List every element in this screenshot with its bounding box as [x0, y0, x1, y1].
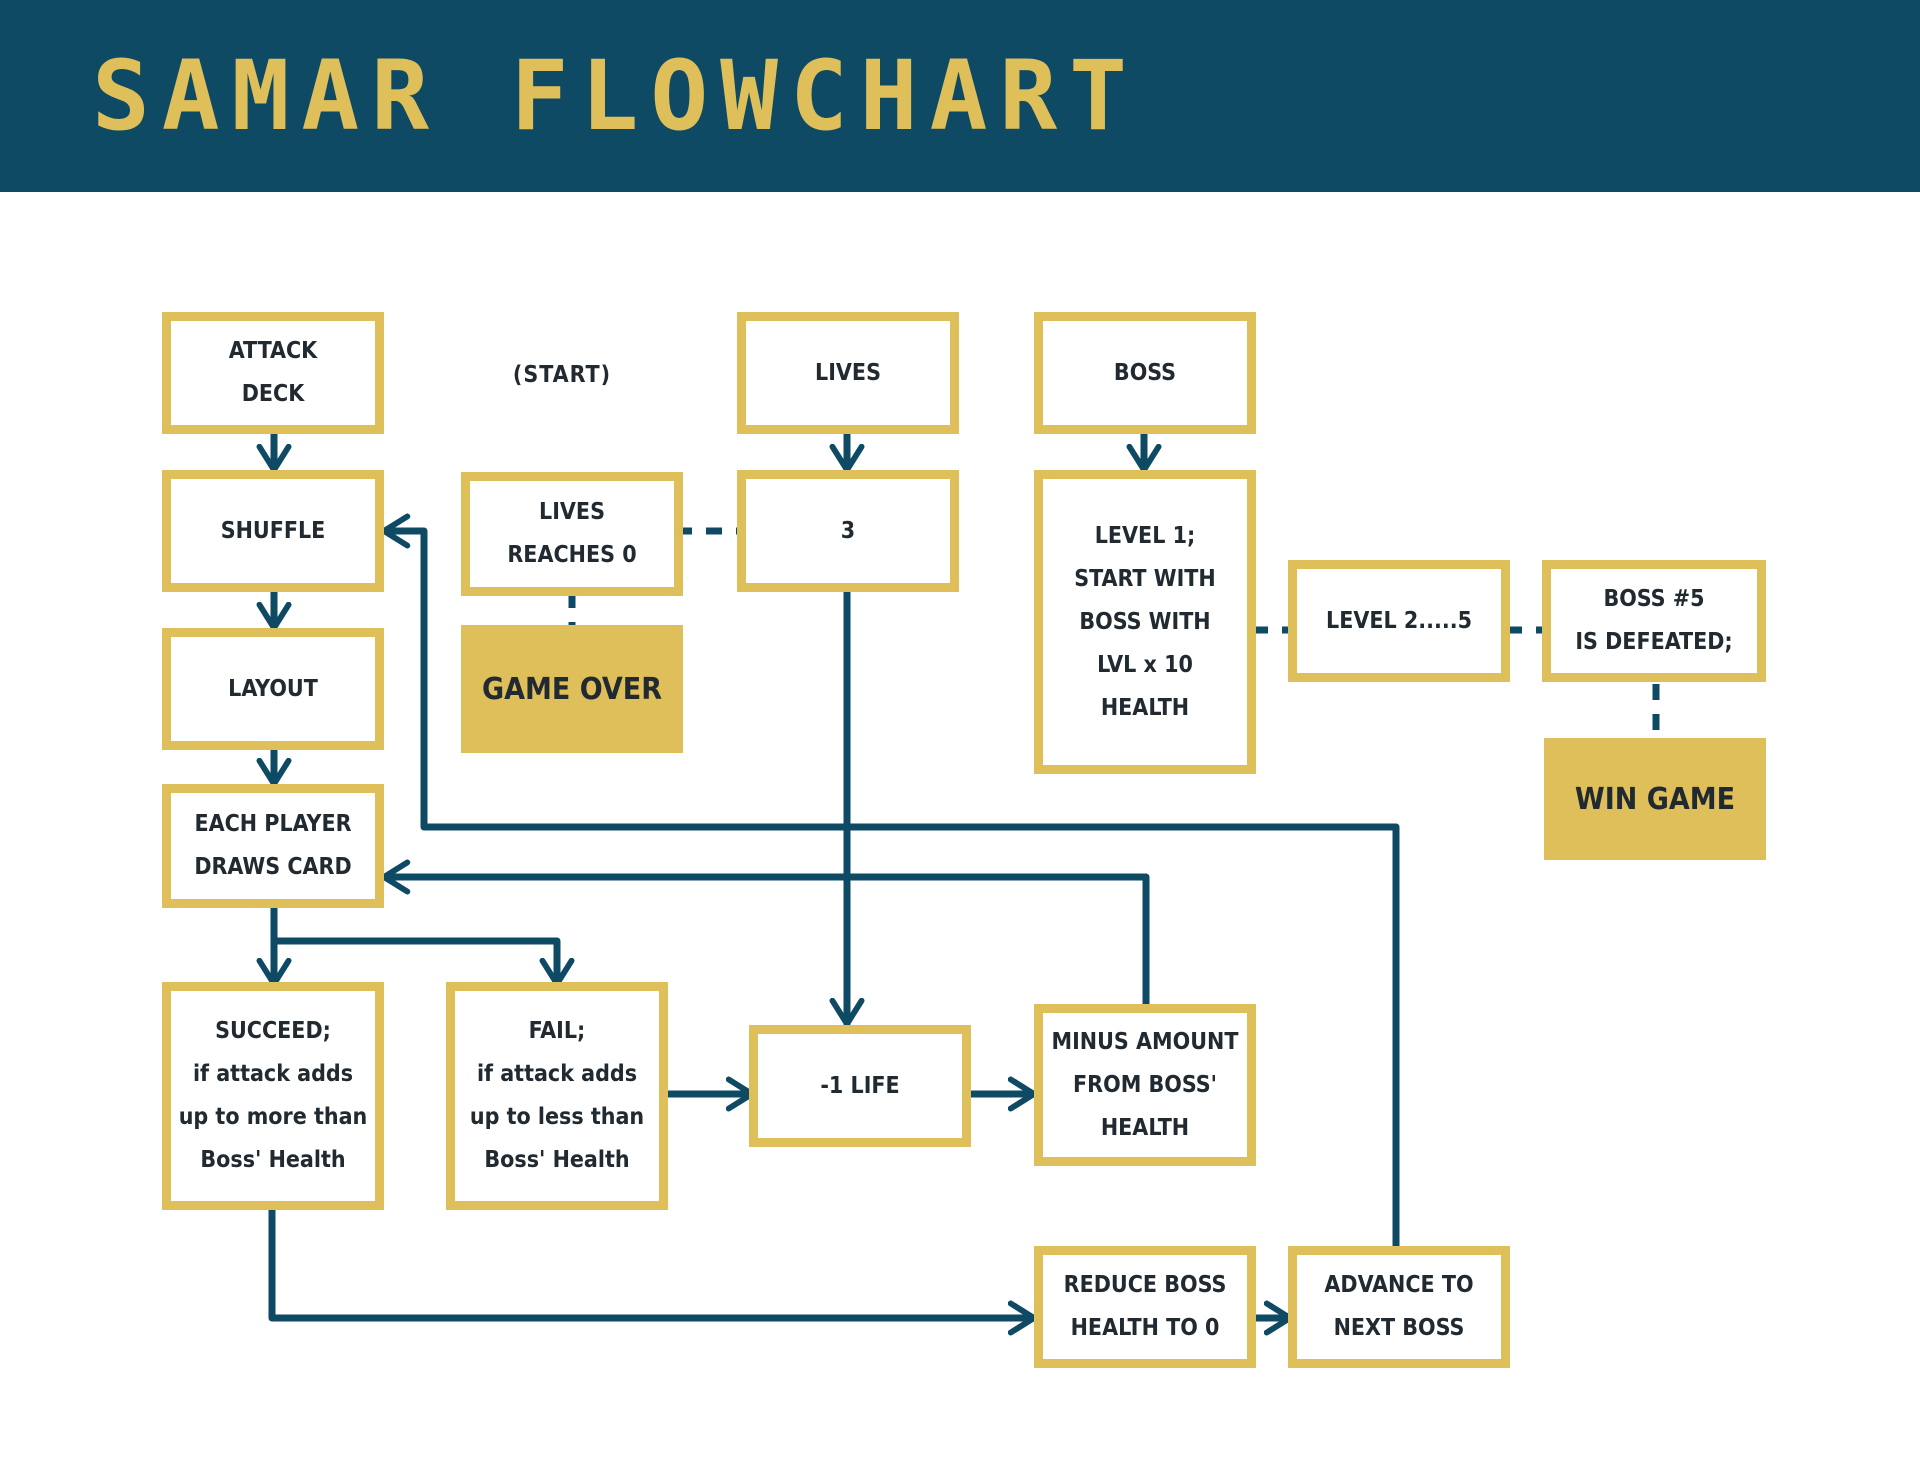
- arrow-minusamount-eachplayer: [380, 859, 1150, 1008]
- level-two-five-box: LEVEL 2.....5: [1288, 560, 1510, 682]
- shuffle-box: SHUFFLE: [162, 470, 384, 592]
- boss-box: BOSS: [1034, 312, 1256, 434]
- game-over-box: GAME OVER: [461, 625, 683, 753]
- minus-one-life-box: -1 LIFE: [749, 1025, 971, 1147]
- three-lives-box: 3: [737, 470, 959, 592]
- layout-box: LAYOUT: [162, 628, 384, 750]
- lives-box: LIVES: [737, 312, 959, 434]
- arrow-eachplayer-fail: [270, 937, 575, 988]
- start-label: (START): [512, 362, 612, 388]
- arrow-advance-shuffle: [380, 513, 1400, 1252]
- win-game-box: WIN GAME: [1544, 738, 1766, 860]
- arrow-succeed-reduceboss: [268, 1204, 1038, 1336]
- page-title: SAMAR FLOWCHART: [92, 40, 1139, 152]
- header-bar: SAMAR FLOWCHART: [0, 0, 1920, 192]
